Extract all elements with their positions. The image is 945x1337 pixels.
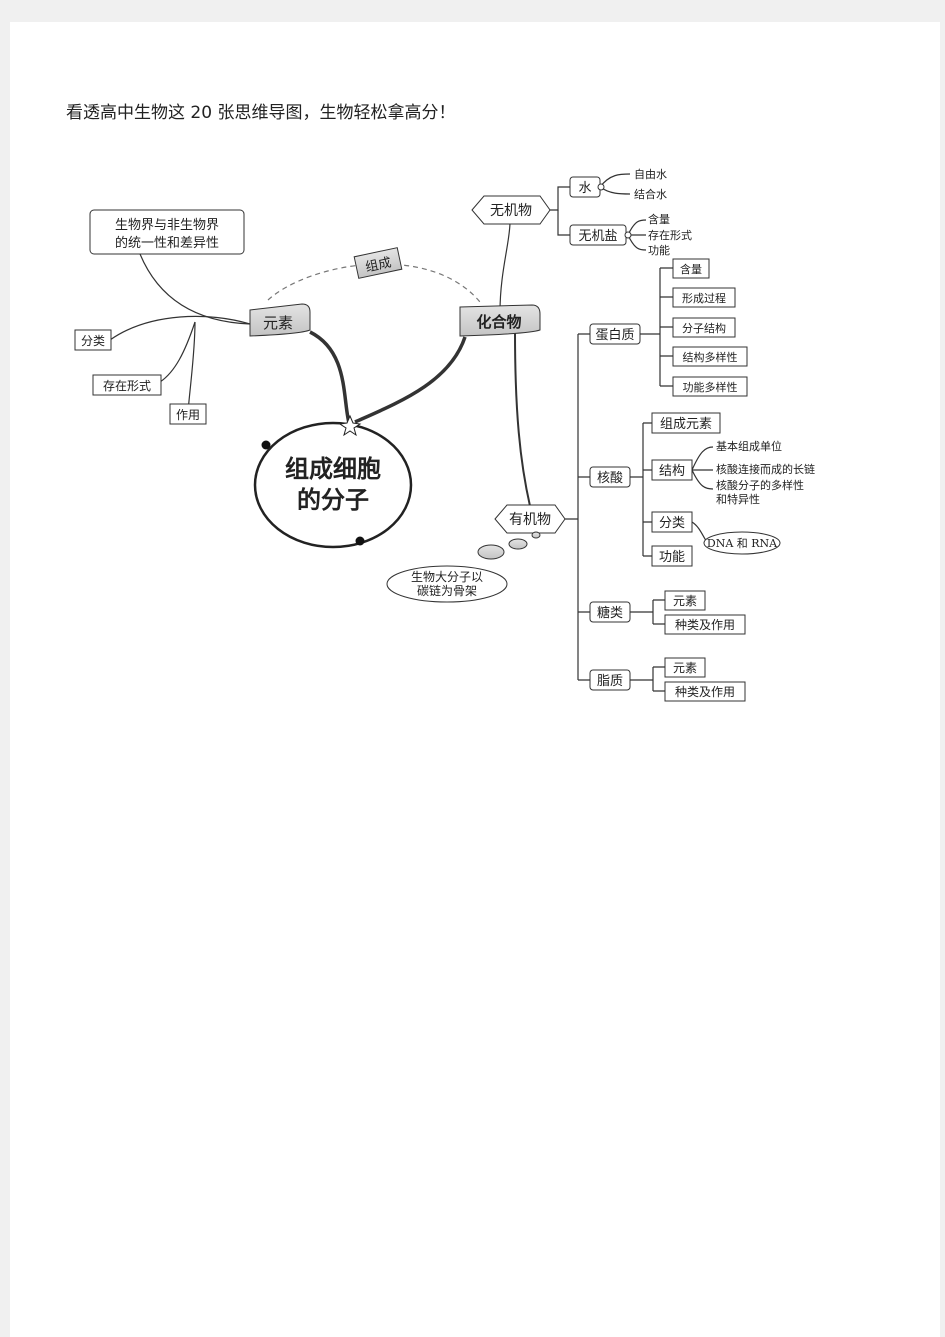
star-icon	[338, 414, 362, 437]
node-youjiwu: 有机物	[494, 504, 566, 534]
svg-text:脂质: 脂质	[597, 674, 623, 689]
lipid-types: 种类及作用	[664, 681, 746, 702]
link-yuansu-unity	[139, 253, 251, 325]
svg-text:分子结构: 分子结构	[682, 321, 726, 335]
link-sugar-children	[630, 599, 665, 625]
svg-text:元素: 元素	[673, 661, 697, 675]
link-wujiwu-salt	[557, 210, 570, 236]
svg-text:碳链为骨架: 碳链为骨架	[417, 583, 477, 598]
node-yuansu-role: 作用	[169, 403, 207, 425]
link-nucleic-class-sub	[691, 521, 708, 543]
node-salt: 无机盐	[569, 224, 632, 246]
article-heading: 看透高中生物这 20 张思维导图，生物轻松拿高分！	[66, 103, 456, 123]
node-unity: 生物界与非生物界 的统一性和差异性	[89, 209, 245, 255]
node-yuansu-class: 分类	[74, 329, 112, 351]
svg-text:生物界与非生物界: 生物界与非生物界	[115, 218, 219, 233]
svg-text:功能多样性: 功能多样性	[683, 380, 738, 394]
svg-text:有机物: 有机物	[509, 512, 551, 528]
node-yuansu-forms: 存在形式	[92, 374, 162, 396]
link-yuansu-forms	[159, 321, 196, 383]
svg-text:结构多样性: 结构多样性	[683, 350, 738, 364]
svg-text:元素: 元素	[673, 594, 697, 608]
svg-text:作用: 作用	[176, 408, 200, 422]
svg-text:元素: 元素	[263, 314, 293, 332]
svg-text:含量: 含量	[680, 262, 702, 276]
svg-text:种类及作用: 种类及作用	[675, 685, 735, 699]
protein-structure: 分子结构	[672, 317, 736, 338]
water-bound: 结合水	[634, 187, 667, 201]
link-yuansu-class	[109, 315, 251, 341]
center-node: 组成细胞 的分子	[253, 414, 413, 549]
link-yuansu-role	[187, 321, 196, 413]
link-yuansu-center	[309, 330, 352, 428]
protein-diversity: 结构多样性	[672, 346, 748, 367]
link-youjiwu-trunk	[563, 333, 590, 681]
svg-text:种类及作用: 种类及作用	[675, 618, 735, 632]
svg-text:形成过程: 形成过程	[682, 292, 726, 305]
svg-text:DNA 和 RNA: DNA 和 RNA	[707, 537, 778, 550]
link-protein-children	[640, 267, 673, 387]
svg-text:功能: 功能	[659, 550, 685, 565]
sugar-types: 种类及作用	[664, 614, 746, 635]
nucleic-function: 功能	[651, 545, 693, 567]
svg-text:组成: 组成	[364, 255, 393, 275]
nucleic-elements: 组成元素	[651, 412, 721, 434]
salt-forms: 存在形式	[648, 228, 692, 242]
salt-function: 功能	[648, 243, 670, 257]
link-huahewu-youjiwu	[514, 331, 531, 507]
center-line2: 的分子	[297, 485, 369, 514]
node-wujiwu: 无机物	[471, 195, 551, 225]
svg-text:无机物: 无机物	[490, 203, 532, 219]
mind-map: 组成细胞 的分子 组成 元素 生物界与非生物界 的统一性和差异性 分类 存在形式	[74, 167, 815, 702]
link-nucleic-children	[630, 422, 652, 557]
svg-text:化合物: 化合物	[476, 313, 521, 331]
nucleic-dna-rna: DNA 和 RNA	[703, 531, 781, 555]
water-free: 自由水	[634, 167, 667, 181]
nucleic-chain: 核酸连接而成的长链	[716, 462, 815, 476]
svg-text:蛋白质: 蛋白质	[595, 327, 634, 343]
svg-text:糖类: 糖类	[597, 605, 623, 621]
lipid-elements: 元素	[664, 657, 706, 678]
salt-content: 含量	[648, 212, 670, 226]
protein-func-diversity: 功能多样性	[672, 376, 748, 397]
svg-text:无机盐: 无机盐	[578, 229, 617, 244]
nucleic-unit: 基本组成单位	[716, 439, 782, 453]
center-line1: 组成细胞	[285, 454, 381, 483]
link-lipid-children	[630, 666, 665, 692]
svg-text:分类: 分类	[659, 516, 685, 531]
nucleic-diversity-1: 核酸分子的多样性	[716, 478, 804, 492]
link-wujiwu-water	[545, 186, 570, 211]
link-huahewu-center	[354, 336, 467, 424]
svg-text:存在形式: 存在形式	[103, 379, 151, 393]
nucleic-diversity-2: 和特异性	[716, 492, 760, 506]
protein-formation: 形成过程	[672, 287, 736, 308]
svg-text:结构: 结构	[659, 464, 685, 479]
svg-text:水: 水	[578, 181, 591, 196]
link-water-sub	[599, 173, 631, 195]
nucleic-class: 分类	[651, 511, 693, 533]
node-sugar: 糖类	[589, 601, 631, 623]
node-water: 水	[569, 176, 605, 198]
link-nucleic-structure-sub	[691, 446, 714, 490]
sugar-elements: 元素	[664, 590, 706, 611]
svg-text:组成元素: 组成元素	[660, 417, 712, 432]
node-nucleic: 核酸	[589, 466, 631, 488]
node-yuansu: 元素	[249, 303, 311, 337]
protein-content: 含量	[672, 258, 710, 279]
svg-text:生物大分子以: 生物大分子以	[411, 570, 483, 584]
link-huahewu-wujiwu	[499, 221, 511, 313]
document-page: 看透高中生物这 20 张思维导图，生物轻松拿高分！	[10, 22, 940, 1337]
composition-label: 组成	[353, 247, 403, 279]
node-lipid: 脂质	[589, 669, 631, 691]
svg-text:的统一性和差异性: 的统一性和差异性	[115, 235, 219, 251]
svg-text:分类: 分类	[81, 334, 105, 348]
nucleic-structure: 结构	[651, 459, 693, 481]
node-huahewu: 化合物	[459, 304, 541, 337]
carbon-callout: 生物大分子以 碳链为骨架	[386, 531, 541, 603]
node-protein: 蛋白质	[589, 323, 641, 345]
svg-text:核酸: 核酸	[597, 471, 623, 486]
